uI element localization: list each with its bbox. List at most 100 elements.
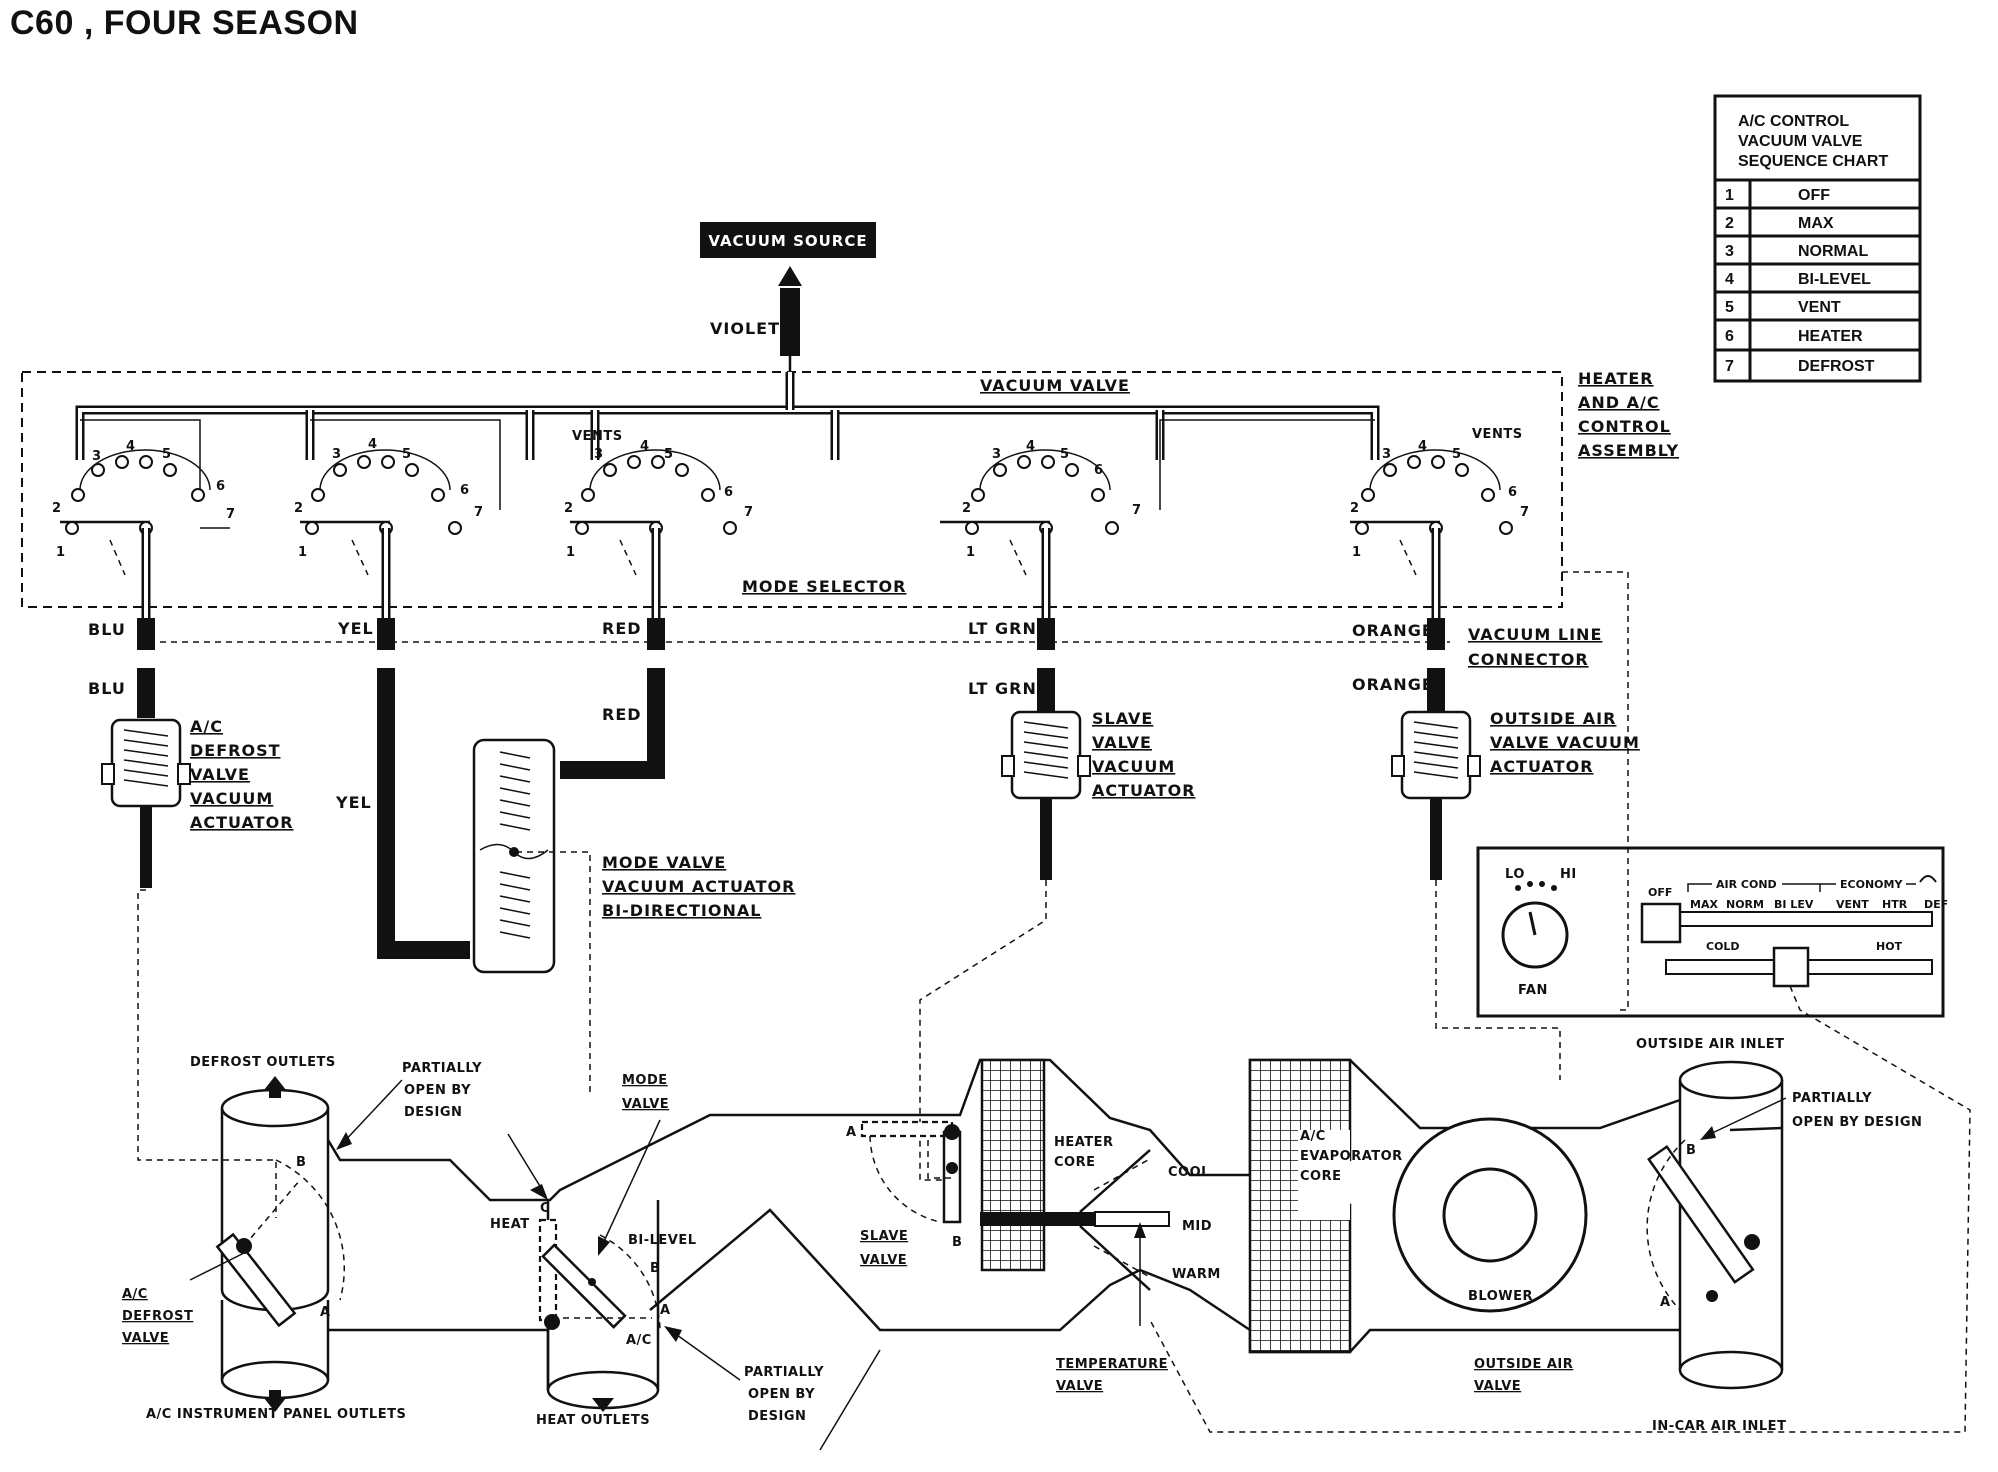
port-label: 1 bbox=[566, 545, 576, 560]
hose-label-orange: ORANGE bbox=[1352, 675, 1434, 694]
port-label: 2 bbox=[1350, 501, 1360, 516]
valve-letter: B bbox=[296, 1155, 306, 1170]
heat-label: HEAT bbox=[490, 1217, 530, 1232]
heat-outlets-label: HEAT OUTLETS bbox=[536, 1413, 650, 1428]
chart-heading-3: SEQUENCE CHART bbox=[1738, 153, 1888, 170]
duct-system bbox=[189, 1058, 1787, 1451]
port-label: 4 bbox=[126, 439, 136, 454]
chart-row-label: OFF bbox=[1798, 187, 1830, 204]
economy-label: ECONOMY bbox=[1840, 878, 1903, 891]
selector-group-orange: VENTS 2 1 3 4 5 6 7 bbox=[1350, 427, 1529, 576]
heater-core-label: HEATER bbox=[1054, 1135, 1114, 1150]
hose-label-yel: YEL bbox=[335, 793, 372, 812]
hose-label-ltgrn: LT GRN bbox=[968, 619, 1037, 638]
cool-label: COOL bbox=[1168, 1165, 1210, 1180]
vents-label: VENTS bbox=[572, 429, 623, 444]
ac-defrost-valve bbox=[215, 1159, 345, 1328]
hose-label-red: RED bbox=[602, 619, 642, 638]
arrow-up-icon bbox=[778, 266, 802, 286]
port-label: 5 bbox=[162, 447, 172, 462]
ac-defrost-valve-label: VALVE bbox=[122, 1331, 169, 1346]
chart-row-label: NORMAL bbox=[1798, 243, 1868, 260]
port-label: 4 bbox=[1026, 439, 1036, 454]
chart-row-label: HEATER bbox=[1798, 328, 1863, 345]
hose-label-red: RED bbox=[602, 705, 642, 724]
mode-htr: HTR bbox=[1882, 898, 1908, 911]
connector-label-1: VACUUM LINE bbox=[1468, 625, 1602, 644]
mode-norm: NORM bbox=[1726, 898, 1764, 911]
mode-selector-label: MODE SELECTOR bbox=[742, 577, 906, 596]
vacuum-hoses: BLU BLU YEL YEL RED RED LT GRN LT GRN OR… bbox=[88, 528, 1602, 959]
partially-open-label: DESIGN bbox=[404, 1105, 462, 1120]
defrost-actuator: A/C DEFROST VALVE VACUUM ACTUATOR bbox=[101, 717, 293, 888]
temp-slider-knob[interactable] bbox=[1772, 946, 1810, 988]
port-label: 4 bbox=[640, 439, 650, 454]
heater-core bbox=[980, 1058, 1046, 1272]
evaporator-label: EVAPORATOR bbox=[1300, 1149, 1403, 1164]
defrost-outlets-label: DEFROST OUTLETS bbox=[190, 1055, 336, 1070]
mode-valve bbox=[538, 1218, 661, 1331]
valve-letter: A bbox=[660, 1303, 671, 1318]
port-label: 3 bbox=[332, 447, 342, 462]
port-label: 3 bbox=[92, 449, 102, 464]
assembly-label-4: ASSEMBLY bbox=[1578, 441, 1679, 460]
valve-letter: A bbox=[1660, 1295, 1671, 1310]
port-label: 5 bbox=[664, 447, 674, 462]
in-car-air-inlet-label: IN-CAR AIR INLET bbox=[1652, 1419, 1786, 1434]
mode-max: MAX bbox=[1690, 898, 1718, 911]
slave-actuator-label: VALVE bbox=[1092, 733, 1152, 752]
assembly-label-2: AND A/C bbox=[1578, 393, 1660, 412]
duct-labels: DEFROST OUTLETS PARTIALLY OPEN BY DESIGN… bbox=[122, 1037, 1922, 1434]
port-label: 5 bbox=[1452, 447, 1462, 462]
port-label: 3 bbox=[992, 447, 1002, 462]
defrost-actuator-label: A/C bbox=[190, 717, 223, 736]
chart-row-num: 2 bbox=[1725, 215, 1734, 232]
mode-valve-label: VALVE bbox=[622, 1097, 669, 1112]
temperature-valve bbox=[1079, 1149, 1151, 1291]
arrow-up-icon bbox=[264, 1076, 286, 1090]
chart-row-num: 6 bbox=[1725, 328, 1734, 345]
slave-valve-label: SLAVE bbox=[860, 1229, 908, 1244]
port-label: 4 bbox=[368, 437, 378, 452]
valve-letter: B bbox=[650, 1261, 660, 1276]
chart-heading-1: A/C CONTROL bbox=[1738, 113, 1849, 130]
control-panel: LO HI FAN OFF AIR COND ECONOMY MAX NORM … bbox=[1476, 846, 1948, 1018]
hose-label-blu: BLU bbox=[88, 620, 126, 639]
port-label: 4 bbox=[1418, 439, 1428, 454]
partially-open-label: PARTIALLY bbox=[744, 1365, 824, 1380]
port-label: 2 bbox=[962, 501, 972, 516]
evaporator-label: CORE bbox=[1300, 1169, 1341, 1184]
valve-letter: B bbox=[952, 1235, 962, 1250]
mode-slider-knob[interactable] bbox=[1640, 902, 1682, 944]
heater-core-label: CORE bbox=[1054, 1155, 1095, 1170]
partially-open-label: PARTIALLY bbox=[402, 1061, 482, 1076]
slave-valve-label: VALVE bbox=[860, 1253, 907, 1268]
partially-open-label: OPEN BY DESIGN bbox=[1792, 1115, 1922, 1130]
page-title: C60 , FOUR SEASON bbox=[10, 4, 359, 42]
valve-letter: C bbox=[540, 1201, 550, 1216]
port-label: 5 bbox=[402, 447, 412, 462]
chart-row-num: 4 bbox=[1725, 271, 1734, 288]
vacuum-source-label: VACUUM SOURCE bbox=[708, 232, 867, 250]
outside-actuator-label: VALVE VACUUM bbox=[1490, 733, 1640, 752]
port-label: 2 bbox=[564, 501, 574, 516]
vacuum-source: VACUUM SOURCE VIOLET bbox=[700, 222, 876, 372]
hose-label-yel: YEL bbox=[337, 619, 374, 638]
connector-label-2: CONNECTOR bbox=[1468, 650, 1589, 669]
port-label: 3 bbox=[594, 447, 604, 462]
port-label: 5 bbox=[1060, 447, 1070, 462]
port-label: 6 bbox=[1508, 485, 1518, 500]
hose-label-ltgrn: LT GRN bbox=[968, 679, 1037, 698]
mode-slider-track[interactable] bbox=[1641, 911, 1933, 927]
port-label: 7 bbox=[744, 505, 754, 520]
port-label: 2 bbox=[52, 501, 62, 516]
selector-group-red: VENTS 2 1 3 4 5 6 7 bbox=[564, 429, 754, 576]
vacuum-valve-label: VACUUM VALVE bbox=[980, 376, 1130, 395]
port-label: 6 bbox=[460, 483, 470, 498]
bi-level-label: BI-LEVEL bbox=[628, 1233, 697, 1248]
vents-label: VENTS bbox=[1472, 427, 1523, 442]
ac-defrost-valve-label: DEFROST bbox=[122, 1309, 193, 1324]
sequence-chart: A/C CONTROL VACUUM VALVE SEQUENCE CHART … bbox=[1713, 94, 1922, 383]
violet-label: VIOLET bbox=[710, 319, 780, 338]
port-label: 1 bbox=[298, 545, 308, 560]
